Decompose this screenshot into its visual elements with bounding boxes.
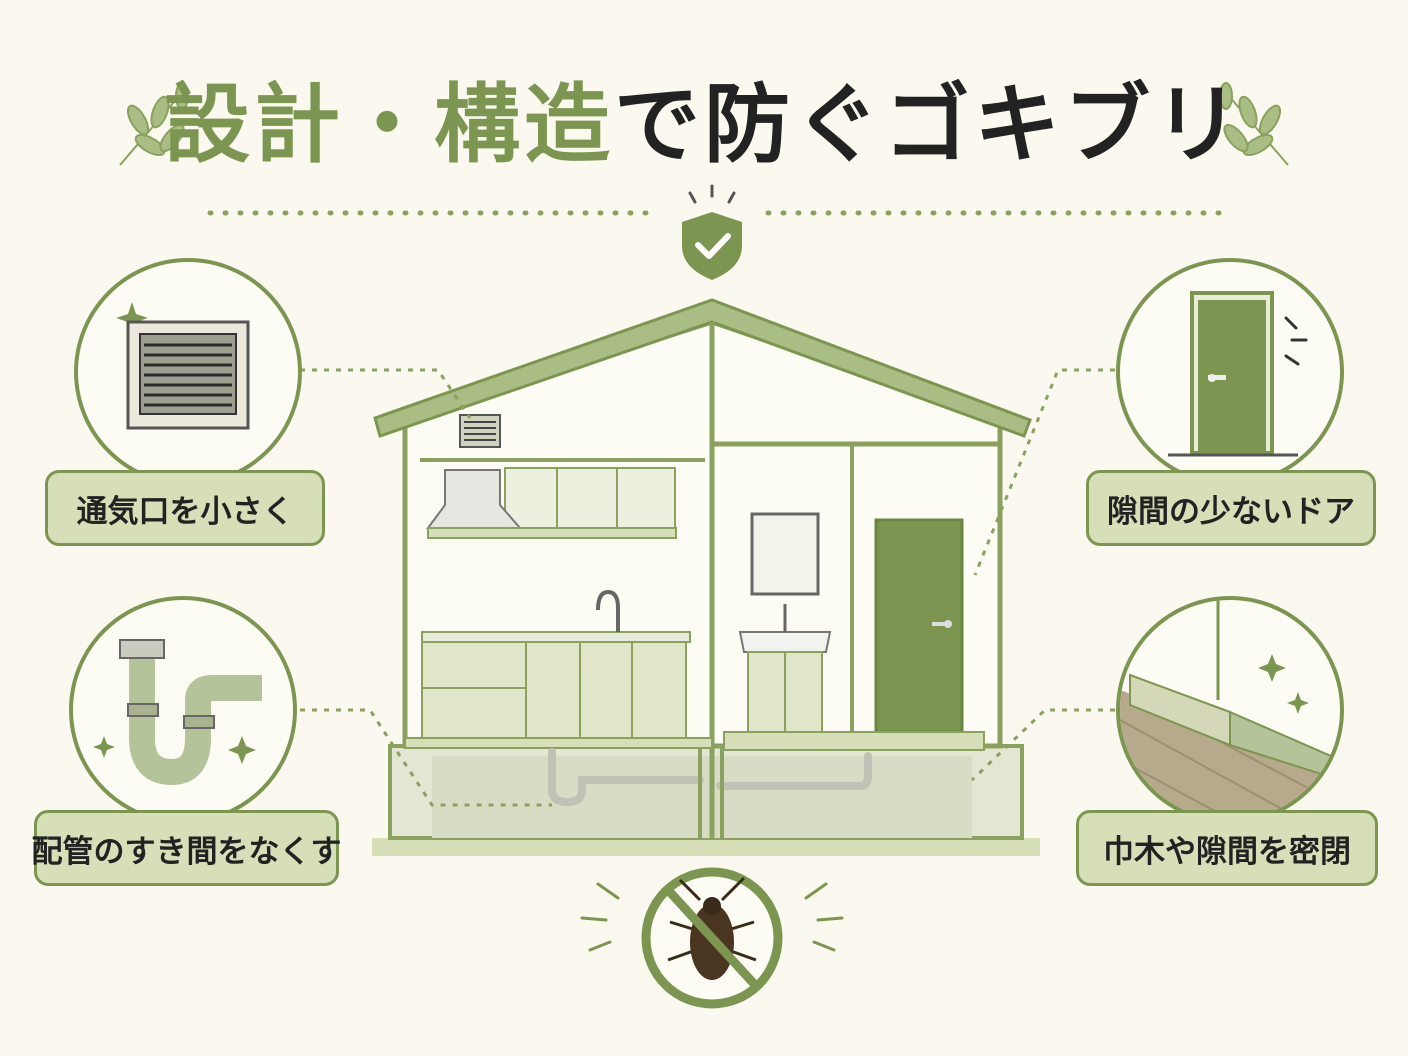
callout-vent-label: 通気口を小さく <box>45 470 325 546</box>
house-cross-section <box>372 298 1040 856</box>
callout-pipe-label: 配管のすき間をなくす <box>32 810 342 886</box>
title-dark: で防ぐゴキブリ <box>614 75 1244 175</box>
leaf-sprig-icon <box>119 82 189 166</box>
leaf-sprig-icon <box>1219 82 1289 166</box>
door-icon <box>1116 258 1344 486</box>
leader-lines <box>300 368 1115 807</box>
baseboard-icon <box>1116 596 1344 824</box>
page-title: 設計・構造で防ぐゴキブリ <box>0 70 1408 180</box>
no-cockroach-icon <box>580 867 844 1009</box>
title-green: 設計・構造 <box>164 75 614 175</box>
callout-baseboard-label: 巾木や隙間を密閉 <box>1076 810 1378 886</box>
vent-icon <box>74 258 302 486</box>
callout-door-label: 隙間の少ないドア <box>1086 470 1376 546</box>
pipe-icon <box>69 596 297 824</box>
shield-check-icon <box>682 184 742 280</box>
